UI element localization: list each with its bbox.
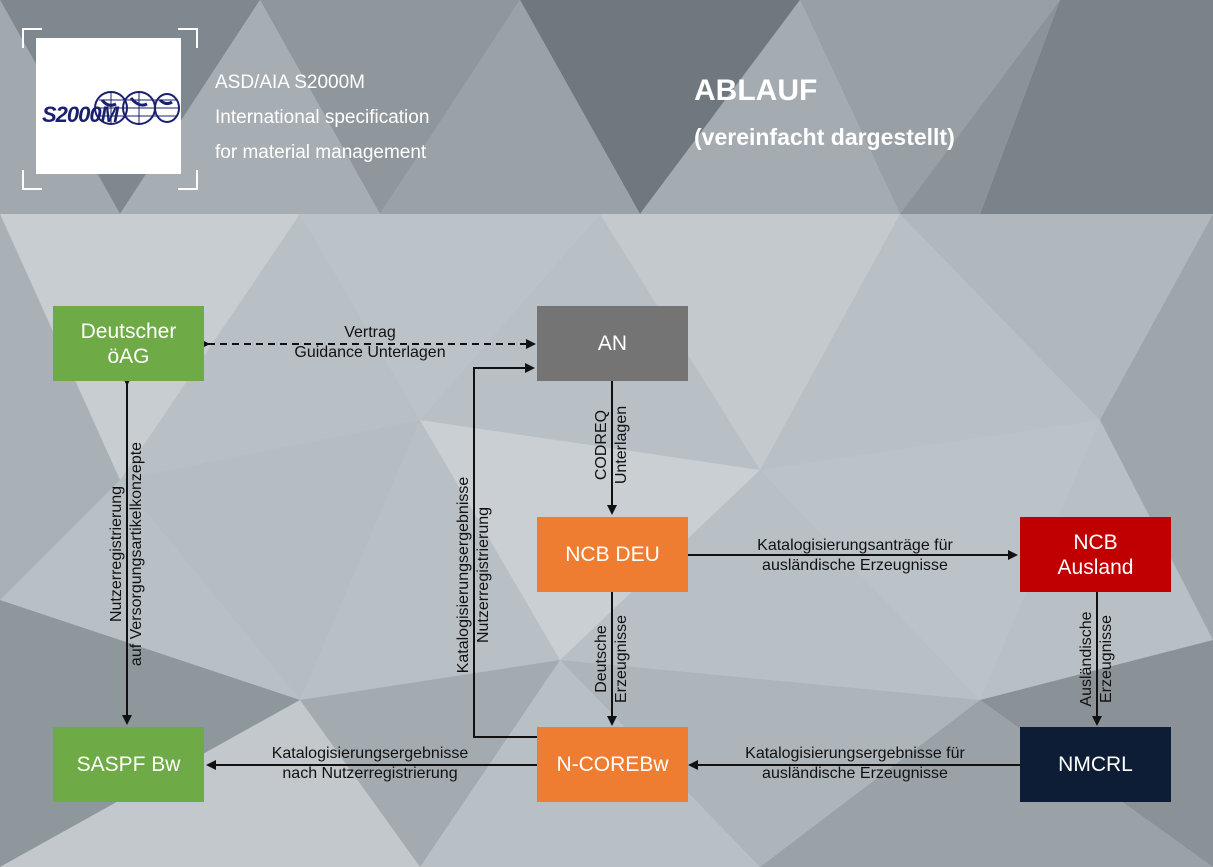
s2000m-logo: S2000M (36, 38, 181, 174)
node-ncb-ausland: NCB Ausland (1020, 517, 1171, 592)
globe-icon (94, 91, 180, 125)
label-katalog-nmcrl: Katalogisierungsergebnisse für ausländis… (745, 745, 965, 782)
label-codreq: CODREQ Unterlagen (593, 405, 630, 485)
page-title: ABLAUF (694, 74, 818, 107)
label-deutsche: Deutsche Erzeugnisse (593, 614, 630, 704)
header: S2000M ASD/AIA S2000M International spec… (0, 0, 1213, 214)
corner-top-left (22, 28, 42, 48)
corner-bottom-right (178, 170, 198, 190)
page-subtitle: (vereinfacht dargestellt) (694, 124, 955, 150)
label-nutzer: Nutzerregistrierung auf Versorgungsartik… (108, 441, 145, 667)
corner-bottom-left (22, 170, 42, 190)
spec-line-2: International specification (215, 107, 430, 128)
label-auslaendische: Ausländische Erzeugnisse (1078, 611, 1115, 707)
node-saspf: SASPF Bw (53, 727, 204, 802)
node-ncorebw: N-COREBw (537, 727, 688, 802)
node-ncb-deu: NCB DEU (537, 517, 688, 592)
spec-line-1: ASD/AIA S2000M (215, 72, 365, 93)
node-an: AN (537, 306, 688, 381)
label-katalog-saspf: Katalogisierungsergebnisse nach Nutzerre… (271, 745, 469, 782)
label-antraege: Katalogisierungsanträge für ausländische… (757, 537, 953, 574)
label-vertrag: Vertrag Guidance Unterlagen (294, 324, 446, 361)
label-katalog-vertical: Katalogisierungsergebnisse Nutzerregistr… (455, 476, 492, 674)
node-oeag: Deutscher öAG (53, 306, 204, 381)
node-nmcrl: NMCRL (1020, 727, 1171, 802)
spec-line-3: for material management (215, 142, 427, 163)
logo-text: S2000M (42, 102, 119, 127)
corner-top-right (178, 28, 198, 48)
